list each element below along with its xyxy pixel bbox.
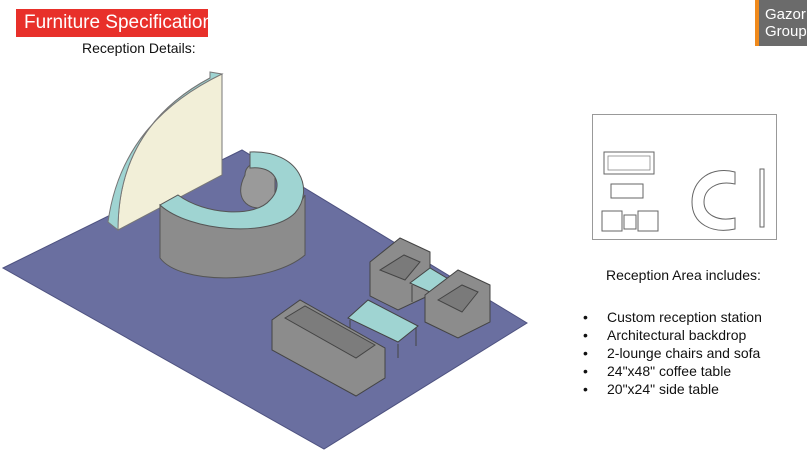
bullet-icon: •	[583, 363, 588, 379]
bullet-icon: •	[583, 309, 588, 325]
plan-reception-counter	[691, 170, 736, 231]
logo-line-1: Gazor	[765, 6, 806, 23]
company-logo: Gazor Group	[755, 0, 807, 46]
reception-counter-top	[159, 151, 304, 230]
plan-lounge-chair-right	[637, 210, 659, 232]
list-item: •2-lounge chairs and sofa	[583, 345, 761, 361]
plan-coffee-table	[610, 183, 644, 199]
reception-3d-illustration	[1, 71, 528, 450]
logo-line-2: Group	[765, 23, 807, 40]
bullet-icon: •	[583, 345, 588, 361]
backdrop-edge	[107, 71, 224, 232]
sofa	[271, 299, 386, 397]
bullet-icon: •	[583, 327, 588, 343]
floor-plan-diagram	[592, 114, 777, 240]
list-item: •24"x48" coffee table	[583, 363, 732, 379]
includes-heading: Reception Area includes:	[606, 267, 761, 283]
list-item: •Custom reception station	[583, 309, 762, 325]
plan-side-table	[623, 214, 637, 230]
coffee-table	[347, 299, 419, 358]
section-subtitle: Reception Details:	[82, 40, 196, 56]
lounge-chair-right	[424, 269, 491, 339]
plan-lounge-chair-left	[601, 210, 623, 232]
plan-sofa	[603, 151, 655, 175]
list-item: •Architectural backdrop	[583, 327, 747, 343]
list-item: •20"x24" side table	[583, 381, 719, 397]
includes-list: •Custom reception station •Architectural…	[583, 308, 762, 398]
bullet-icon: •	[583, 381, 588, 397]
plan-border	[592, 114, 777, 240]
page-title: Furniture Specification	[16, 9, 213, 37]
lounge-chair-left	[369, 237, 431, 311]
plan-backdrop	[759, 168, 765, 228]
